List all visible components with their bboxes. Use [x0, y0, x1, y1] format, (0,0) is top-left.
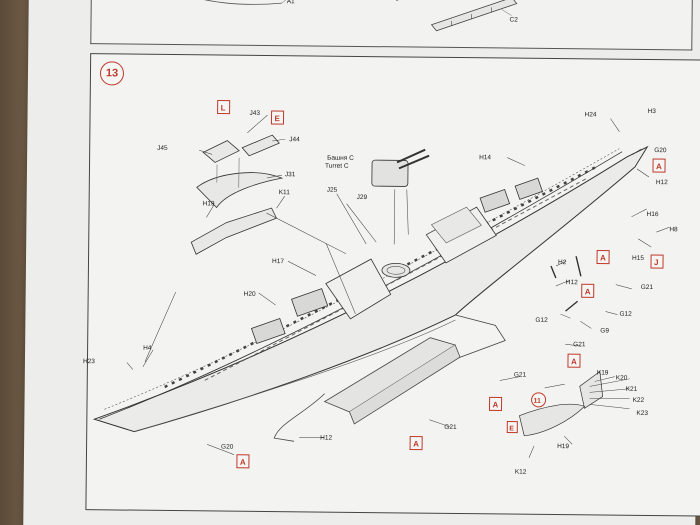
callout-a-bottom-left: A [240, 458, 246, 467]
label-h14: H14 [479, 154, 491, 161]
part-labels: J43 J44 J45 J31 K11 H19 J25 J29 H17 H20 … [83, 108, 678, 476]
label-g20-right: G20 [654, 147, 667, 154]
label-k20: K20 [616, 375, 628, 382]
callout-j: J [654, 258, 659, 267]
callout-11: 11 [534, 398, 542, 405]
part-cluster-left [190, 134, 284, 255]
label-g21-b: G21 [573, 341, 586, 348]
label-j29: J29 [357, 194, 368, 201]
display-stand [323, 337, 461, 425]
callout-a-right-low: A [571, 357, 577, 366]
turret-label-en: Turret C [325, 163, 349, 170]
label-g12-right: G12 [619, 311, 632, 318]
label-g21-c: G21 [514, 372, 527, 379]
label-k11: K11 [279, 189, 291, 196]
callout-a-bottom-center: A [413, 440, 419, 449]
leader-lines [126, 114, 670, 458]
assembly-diagram: J43 J44 J45 J31 K11 H19 J25 J29 H17 H20 … [83, 99, 678, 476]
callout-a-bottom-right: A [492, 400, 498, 409]
label-c2: C2 [510, 17, 519, 24]
label-g21-d: G21 [444, 424, 457, 431]
label-k19: K19 [597, 369, 609, 376]
label-h20: H20 [244, 291, 256, 298]
label-h3: H3 [648, 108, 657, 115]
callout-e: E [274, 114, 280, 123]
callout-a-right-mid: A [600, 253, 606, 262]
label-h19-left: H19 [203, 200, 215, 207]
label-h16: H16 [646, 211, 658, 218]
label-h2: H2 [558, 259, 567, 266]
label-k21: K21 [626, 386, 638, 393]
label-j45: J45 [157, 145, 168, 152]
turrets [250, 148, 543, 345]
label-k23: K23 [636, 410, 648, 417]
label-h12-mid: H12 [566, 279, 578, 286]
instruction-page: A1 C2 13 [23, 0, 700, 525]
turret-label-ru: Башня C [327, 155, 354, 162]
label-g9: G9 [600, 327, 609, 334]
label-h19-bottom: H19 [557, 443, 569, 450]
callout-a-center: A [585, 287, 591, 296]
label-h8: H8 [669, 226, 678, 233]
label-j43: J43 [250, 110, 261, 117]
label-j31: J31 [285, 171, 296, 178]
previous-step-drawing: A1 C2 [181, 0, 519, 32]
callout-a-right-top: A [656, 162, 662, 171]
label-h23: H23 [83, 358, 95, 365]
callout-l: L [221, 104, 226, 113]
label-k22: K22 [633, 397, 645, 404]
label-j44: J44 [289, 136, 300, 143]
label-j25: J25 [327, 187, 338, 194]
label-h4: H4 [143, 345, 152, 352]
label-g21-a: G21 [641, 284, 654, 291]
label-h15: H15 [632, 255, 644, 262]
callouts: L E A A J A A A A A E [217, 99, 666, 469]
label-h12-right: H12 [656, 179, 668, 186]
callout-e-small: E [509, 426, 514, 433]
superstructure [325, 206, 497, 320]
label-a1: A1 [287, 0, 295, 5]
label-g12-left: G12 [535, 317, 548, 324]
label-k12: K12 [515, 469, 527, 476]
label-h17: H17 [272, 258, 284, 265]
label-h24: H24 [585, 111, 597, 118]
label-h12-bottom: H12 [320, 435, 332, 442]
label-g20-bottom: G20 [221, 444, 234, 451]
previous-step-frame: A1 C2 [90, 0, 693, 51]
